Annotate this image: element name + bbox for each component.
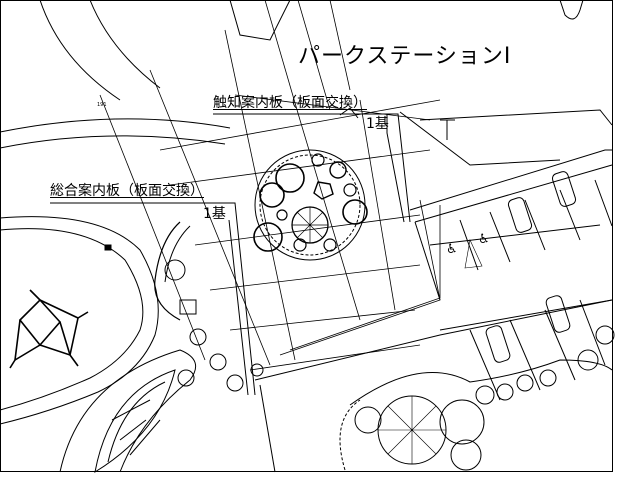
plaza-grid [99,0,441,371]
parked-car [551,171,577,207]
leader-lines [50,113,411,396]
parking-area: ♿ ♿ [409,149,613,401]
playground-structure [9,289,89,369]
tactile-sign-quantity: 1基 [366,116,389,132]
small-label: 191 [97,102,107,108]
lower-right-planting [254,299,615,473]
accessible-parking-icon: ♿ [446,242,458,257]
general-sign-label: 総合案内板（板面交換） [50,183,204,199]
general-sign-quantity: 1基 [203,206,226,222]
parked-car [545,295,571,333]
drawing-title: パークステーションⅠ [298,44,512,69]
sign-board-icon [179,299,197,315]
entry-trees [104,221,264,392]
accessible-parking-icon: ♿ [478,232,490,247]
building-edge [229,0,613,166]
leaf-planter [59,349,197,474]
road-curves: 191 [0,0,231,425]
tactile-sign-label: 触知案内板（板面交換） [213,95,367,111]
parked-car [507,197,533,233]
circular-planter [253,149,368,261]
drawing-frame [0,0,613,472]
parked-car [485,325,511,363]
